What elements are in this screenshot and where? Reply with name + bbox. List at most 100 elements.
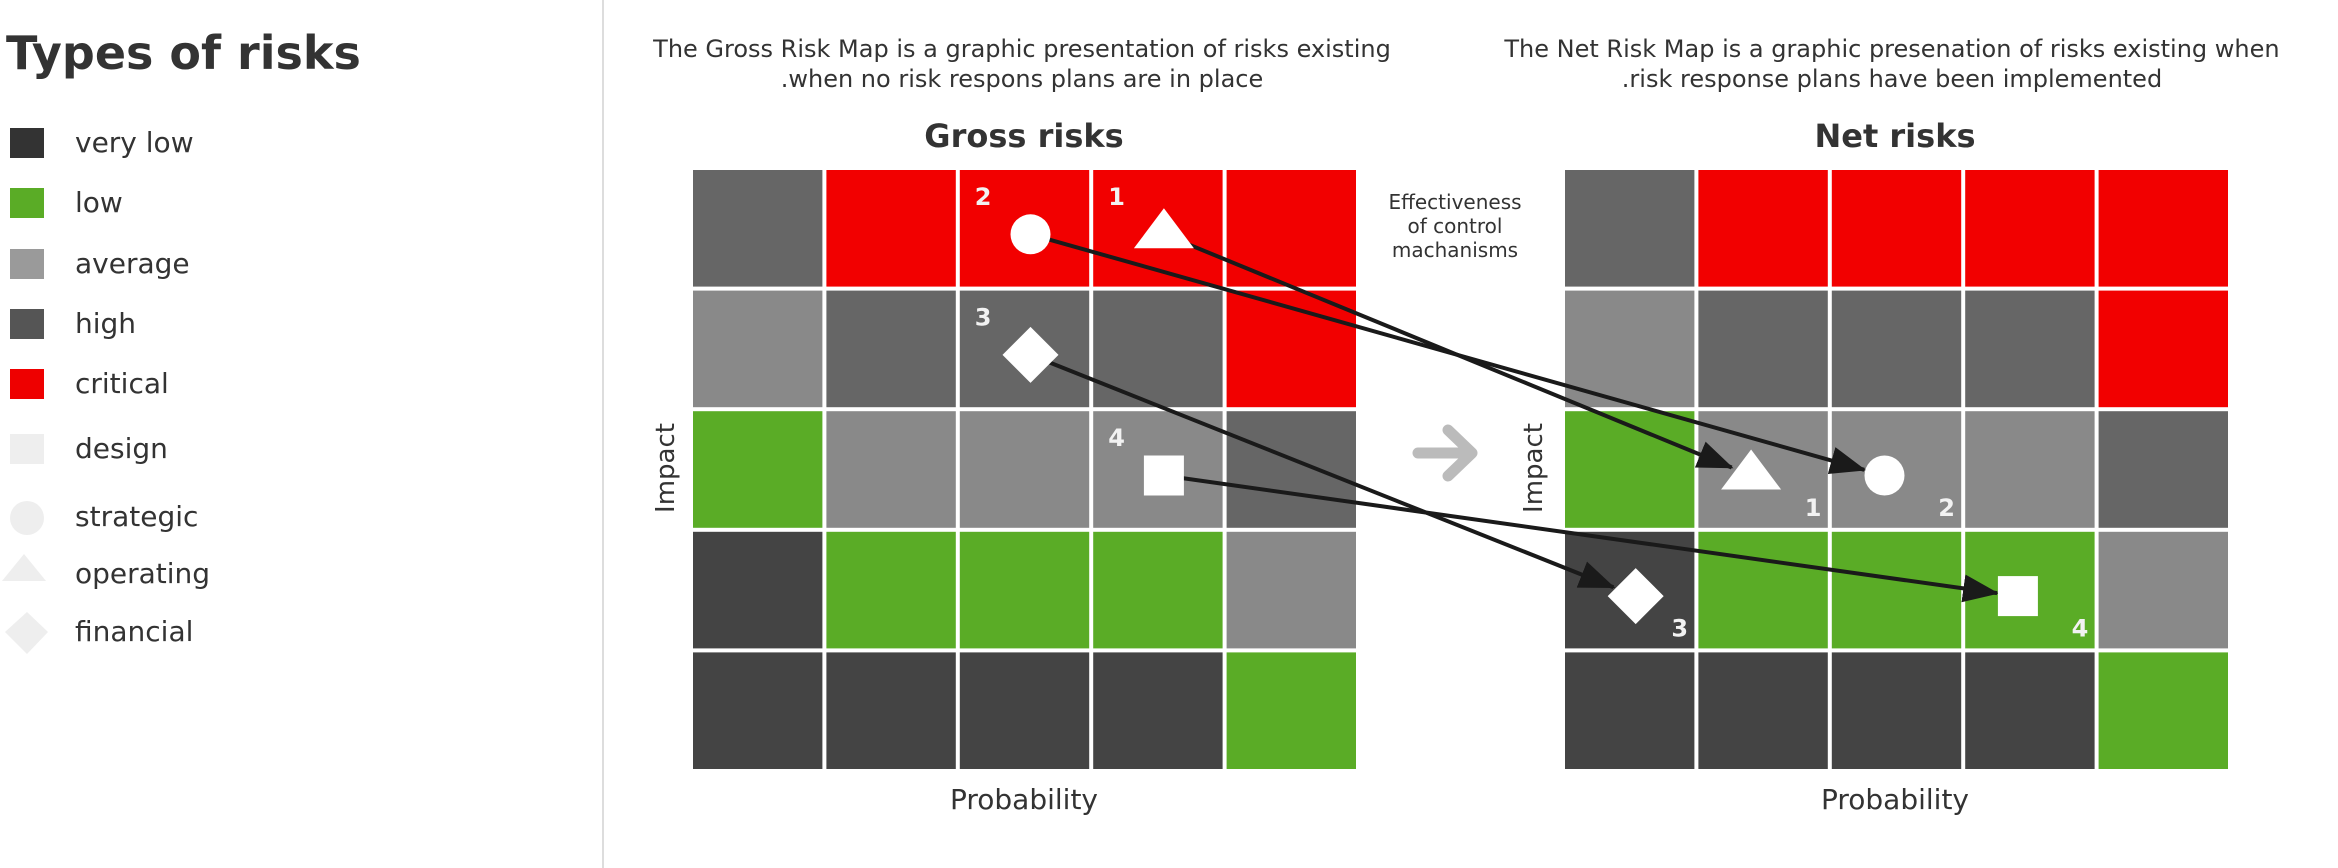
legend-item-operating: operating xyxy=(0,554,560,594)
legend-label: high xyxy=(75,307,137,340)
gross-description-line-2: .when no risk respons plans are in place xyxy=(780,65,1264,93)
triangle-icon xyxy=(1133,208,1194,249)
grid-cell-very-low xyxy=(959,652,1090,769)
gross-map-title: Gross risks xyxy=(924,117,1124,155)
triangle-icon xyxy=(2,554,46,581)
grid-cell-low xyxy=(826,531,956,649)
grid-cell-critical xyxy=(1831,170,1962,287)
very-low-swatch xyxy=(10,128,44,158)
risk-arrow-2 xyxy=(1029,232,1867,475)
net-risk-marker-1: 1 xyxy=(1721,449,1822,522)
grid-cell-average xyxy=(2098,531,2228,649)
gross-risk-marker-3: 3 xyxy=(975,304,1059,383)
risk-number-label: 3 xyxy=(975,304,992,332)
circle-icon xyxy=(1010,214,1051,255)
legend-item-high: high xyxy=(0,304,560,344)
legend-item-critical: critical xyxy=(0,364,560,404)
effectiveness-label: Effectiveness of control machanisms xyxy=(1360,190,1550,262)
legend-label: critical xyxy=(75,367,169,400)
circle-icon xyxy=(1864,455,1905,496)
grid-cell-low xyxy=(959,531,1090,649)
legend-panel: Types of risks very low low average high… xyxy=(0,0,604,868)
grid-cell-high xyxy=(1698,290,1828,408)
grid-cell-low xyxy=(2098,652,2228,769)
net-description-line-1: The Net Risk Map is a graphic presenatio… xyxy=(1504,35,2280,63)
legend-item-strategic: strategic xyxy=(0,497,560,537)
grid-cell-very-low xyxy=(1831,652,1962,769)
triangle-icon xyxy=(1721,449,1782,490)
grid-cell-low xyxy=(1565,411,1695,528)
net-risk-marker-3: 3 xyxy=(1607,568,1688,642)
net-description-line-2: .risk response plans have been implement… xyxy=(1621,65,2163,93)
gross-description: The Gross Risk Map is a graphic presenta… xyxy=(612,34,1432,94)
legend-title: Types of risks xyxy=(6,26,361,80)
grid-cell-critical xyxy=(826,170,956,287)
net-risk-marker-2: 2 xyxy=(1864,455,1955,522)
risk-number-label: 1 xyxy=(1805,494,1822,522)
grid-cell-average xyxy=(959,411,1090,528)
net-map-title: Net risks xyxy=(1814,117,1976,155)
design-swatch xyxy=(10,434,44,464)
risk-number-label: 1 xyxy=(1108,183,1125,211)
legend-label: strategic xyxy=(75,500,199,533)
high-swatch xyxy=(10,309,44,339)
grid-cell-high xyxy=(1831,290,1962,408)
gross-risk-marker-2: 2 xyxy=(975,183,1051,255)
grid-cell-high xyxy=(1226,411,1356,528)
risk-number-label: 2 xyxy=(975,183,992,211)
risk-number-label: 4 xyxy=(1108,424,1125,452)
grid-cell-very-low xyxy=(693,652,823,769)
low-swatch xyxy=(10,188,44,218)
flow-arrow-icon xyxy=(1412,424,1478,482)
legend-label: operating xyxy=(75,557,211,590)
grid-cell-average xyxy=(1226,531,1356,649)
grid-cell-low xyxy=(693,411,823,528)
legend-item-average: average xyxy=(0,244,560,284)
grid-cell-very-low xyxy=(693,531,823,649)
risk-number-label: 2 xyxy=(1938,494,1955,522)
average-swatch xyxy=(10,249,44,279)
diamond-icon xyxy=(1607,568,1664,625)
grid-cell-average xyxy=(1965,411,2095,528)
gross-description-line-1: The Gross Risk Map is a graphic presenta… xyxy=(653,35,1391,63)
legend-label: low xyxy=(75,186,123,219)
gross-x-axis-label: Probability xyxy=(949,783,1098,816)
critical-swatch xyxy=(10,369,44,399)
legend-item-low: low xyxy=(0,183,560,223)
legend-item-financial: financial xyxy=(0,612,560,654)
grid-cell-high xyxy=(1965,290,2095,408)
gross-risk-grid xyxy=(693,170,1356,769)
square-icon xyxy=(1997,576,2038,617)
legend-item-very-low: very low xyxy=(0,123,560,163)
effectiveness-label-line-2: of control xyxy=(1407,214,1503,238)
gross-risk-marker-4: 4 xyxy=(1108,424,1184,496)
diamond-icon xyxy=(5,612,48,654)
diamond-icon xyxy=(1002,326,1059,383)
legend-label: financial xyxy=(75,615,194,648)
risk-arrow-3 xyxy=(1029,353,1616,590)
grid-cell-average xyxy=(1565,290,1695,408)
risk-markers: 1 2 3 4 1 2 3 4 xyxy=(975,183,2089,642)
circle-icon xyxy=(10,501,44,535)
net-description: The Net Risk Map is a graphic presenatio… xyxy=(1482,34,2302,94)
grid-cell-high xyxy=(693,170,823,287)
grid-cell-high xyxy=(2098,411,2228,528)
legend-label: design xyxy=(75,432,168,465)
grid-cell-critical xyxy=(1965,170,2095,287)
grid-cell-very-low xyxy=(826,652,956,769)
grid-cell-average xyxy=(826,411,956,528)
grid-cell-critical xyxy=(2098,290,2228,408)
legend-label: very low xyxy=(75,126,194,159)
risk-number-label: 4 xyxy=(2072,614,2089,642)
grid-cell-low xyxy=(1698,531,1828,649)
effectiveness-label-line-1: Effectiveness xyxy=(1388,190,1522,214)
grid-cell-high xyxy=(826,290,956,408)
flow-arrow-icon xyxy=(1412,424,1478,482)
grid-cell-critical xyxy=(2098,170,2228,287)
risk-number-label: 3 xyxy=(1671,614,1688,642)
legend-item-design: design xyxy=(0,429,560,469)
grid-cell-very-low xyxy=(1093,652,1223,769)
grid-cell-very-low xyxy=(1965,652,2095,769)
net-risk-marker-4: 4 xyxy=(1997,576,2089,642)
